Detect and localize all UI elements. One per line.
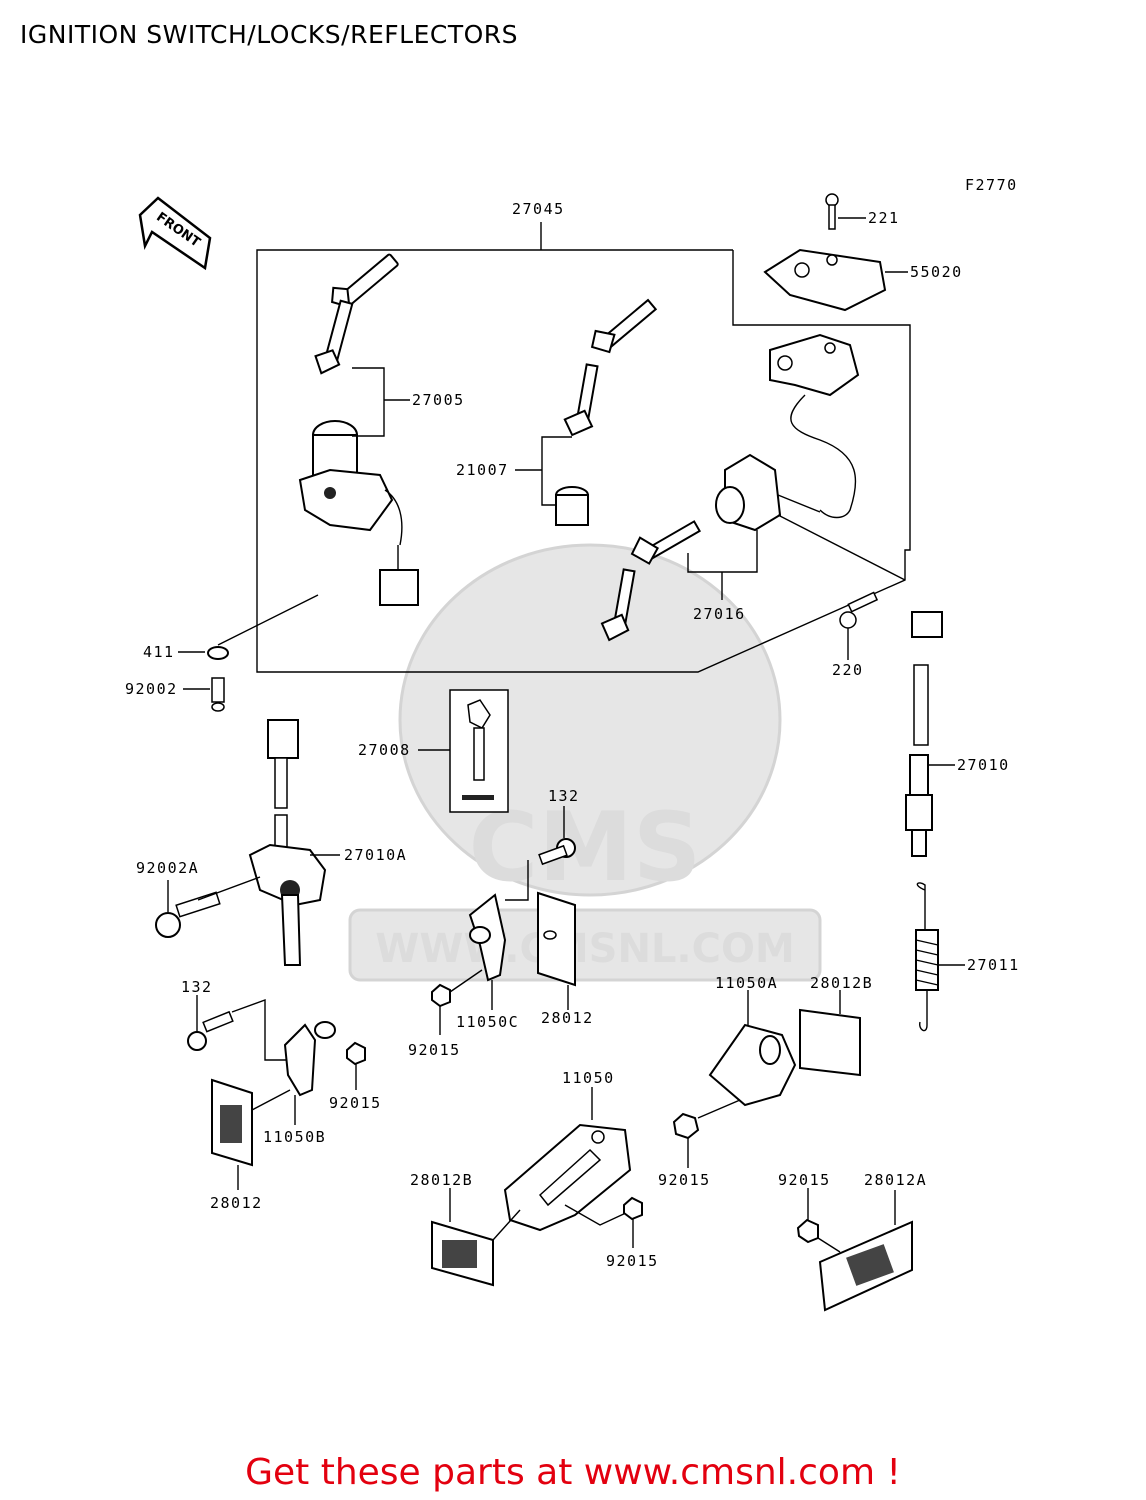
label-221: 221 — [868, 209, 900, 227]
nut-92015-b-icon — [672, 1112, 700, 1140]
reflector-28012B-right-icon — [799, 1008, 861, 1077]
label-220: 220 — [832, 661, 864, 679]
label-21007: 21007 — [456, 461, 509, 479]
switch-27010-icon — [905, 611, 943, 857]
nut-92015-a-icon — [431, 983, 451, 1008]
bolt-92002A-icon — [155, 891, 221, 938]
reflector-28012B-lower-icon — [431, 1220, 494, 1287]
parts-diagram: CMS WWW.CMSNL.COM F2770 FRONT 27045 221 … — [125, 176, 1020, 1312]
label-28012-upper: 28012 — [541, 1009, 594, 1027]
label-11050: 11050 — [562, 1069, 615, 1087]
washer-411-icon — [207, 646, 229, 660]
label-92015-d: 92015 — [606, 1252, 659, 1270]
label-55020: 55020 — [910, 263, 963, 281]
label-92002: 92002 — [125, 680, 178, 698]
front-arrow-icon: FRONT — [138, 196, 212, 271]
bolt-132-lower-icon — [187, 1010, 234, 1051]
label-27010A: 27010A — [344, 846, 407, 864]
footer-cta-link[interactable]: Get these parts at www.cmsnl.com ! — [245, 1452, 901, 1493]
label-11050C: 11050C — [456, 1013, 519, 1031]
label-132-upper: 132 — [548, 787, 580, 805]
figure-code: F2770 — [965, 176, 1018, 194]
label-92015-e: 92015 — [778, 1171, 831, 1189]
watermark-url: WWW.CMSNL.COM — [375, 926, 795, 972]
nut-92015-c-icon — [346, 1041, 366, 1066]
nut-92015-d-icon — [623, 1196, 643, 1221]
spring-27011-icon — [915, 882, 939, 1032]
screw-220-icon — [839, 591, 879, 629]
label-92002A: 92002A — [136, 859, 199, 877]
bolt-92002-icon — [211, 677, 225, 712]
label-27008: 27008 — [358, 741, 411, 759]
label-28012-lower: 28012 — [210, 1194, 263, 1212]
bolt-132-icon — [538, 838, 576, 866]
screw-221-icon — [825, 193, 839, 230]
reflector-28012-upper-icon — [537, 891, 576, 987]
label-27005: 27005 — [412, 391, 465, 409]
reflector-28012A-icon — [818, 1220, 913, 1312]
label-92015-a: 92015 — [408, 1041, 461, 1059]
label-132-lower: 132 — [181, 978, 213, 996]
label-11050A: 11050A — [715, 974, 778, 992]
lock-21007-icon — [555, 298, 658, 526]
label-28012A: 28012A — [864, 1171, 927, 1189]
label-27011: 27011 — [967, 956, 1020, 974]
label-28012B-right: 28012B — [810, 974, 873, 992]
cover-55020-icon — [763, 248, 887, 312]
ignition-switch-27005-icon — [298, 253, 419, 606]
label-11050B: 11050B — [263, 1128, 326, 1146]
switch-27010A-icon — [248, 719, 327, 966]
label-27045: 27045 — [512, 200, 565, 218]
kit-outline-27045 — [256, 249, 911, 673]
label-92015-b: 92015 — [658, 1171, 711, 1189]
label-411: 411 — [143, 643, 175, 661]
seat-lock-bracket-icon — [769, 333, 860, 519]
label-27010: 27010 — [957, 756, 1010, 774]
watermark: CMS WWW.CMSNL.COM — [348, 543, 822, 982]
bracket-11050B-icon — [283, 1021, 336, 1097]
page-title: IGNITION SWITCH/LOCKS/REFLECTORS — [20, 20, 519, 49]
seat-lock-27016-icon — [600, 453, 821, 642]
label-92015-c: 92015 — [329, 1094, 382, 1112]
label-27016: 27016 — [693, 605, 746, 623]
nut-92015-e-icon — [796, 1218, 819, 1244]
bracket-11050C-icon — [468, 893, 507, 982]
bracket-11050A-icon — [708, 1023, 797, 1107]
reflector-28012-lower-icon — [211, 1078, 253, 1167]
label-28012B-lower: 28012B — [410, 1171, 473, 1189]
bracket-11050-icon — [503, 1123, 632, 1232]
